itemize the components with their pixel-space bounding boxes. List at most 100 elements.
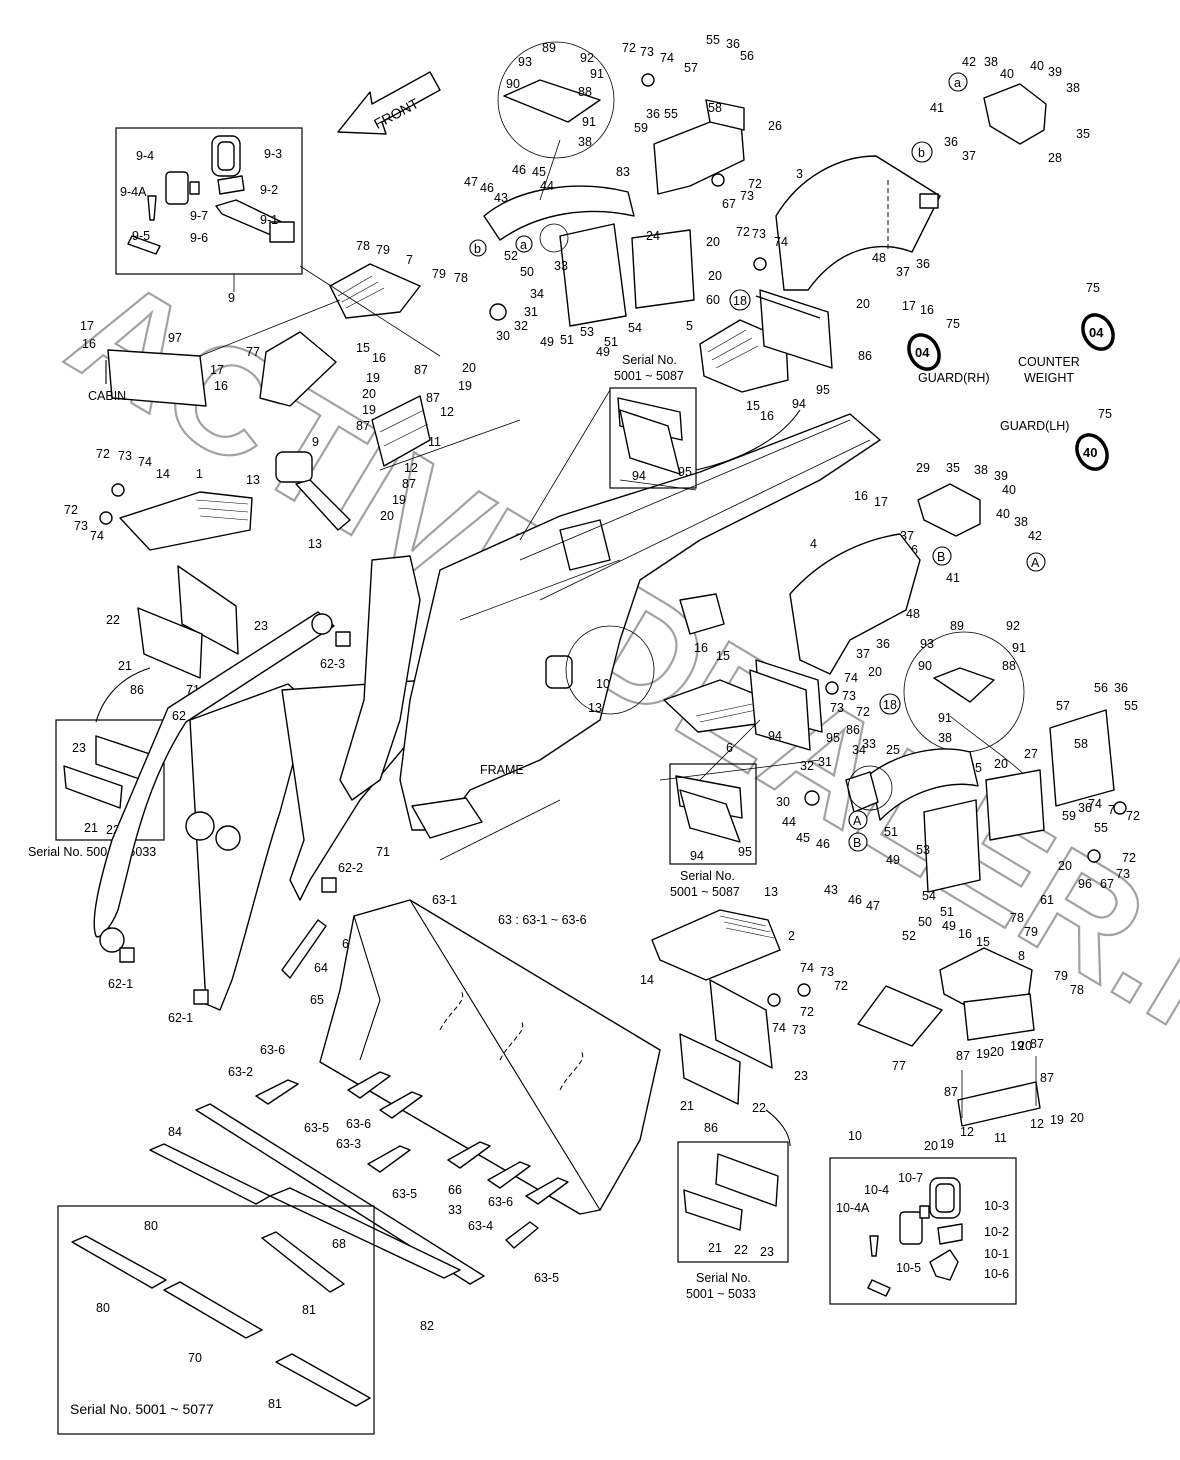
callout-63-6-c: 63-6 (488, 1195, 513, 1209)
lamp-9-frame (115, 127, 303, 275)
callout-11-b: 11 (994, 1131, 1007, 1145)
callout-23-a: 23 (254, 619, 268, 633)
counter-weight-label: COUNTER (1018, 355, 1080, 369)
serial-5033-left: Serial No. 5001 ~ 5033 (28, 845, 156, 859)
callout-40-d: 40 (996, 507, 1010, 521)
callout-61: 61 (1040, 893, 1054, 907)
frame-foot (411, 797, 483, 839)
frame-tower-a (559, 519, 611, 571)
callout-58-a: 58 (708, 101, 722, 115)
callout-47-b: 47 (866, 899, 880, 913)
mudguard-23 (177, 565, 239, 655)
callout-94-d: 94 (690, 849, 704, 863)
front-arrow-shape (337, 71, 441, 135)
callout-72-g: 72 (1126, 809, 1140, 823)
tooth-a (255, 1079, 299, 1105)
callout-38-a: 38 (578, 135, 592, 149)
callout-87-c: 87 (356, 419, 370, 433)
callout-77-a: 77 (246, 345, 260, 359)
callout-39-a: 39 (1048, 65, 1062, 79)
callout-60: 60 (706, 293, 720, 307)
link-64: 64 65 65 (281, 919, 356, 1007)
lamp-10-guard-inner (935, 1183, 955, 1213)
ref-b-left (469, 239, 487, 257)
leaders (199, 139, 821, 861)
callout-5: 5 (686, 319, 693, 333)
callout-30-b: 30 (776, 795, 790, 809)
callout-83: 83 (616, 165, 630, 179)
callout-20-a: 20 (462, 361, 476, 375)
ref-A-lower-text: A (853, 814, 862, 828)
plate-60 (631, 229, 695, 309)
callout-35-a: 35 (1076, 127, 1090, 141)
lamp-10-lens (899, 1211, 923, 1245)
callout-16-e: 16 (854, 489, 868, 503)
ref-a-left-text: a (520, 238, 527, 252)
callout-16-g: 16 (958, 927, 972, 941)
callout-88-a: 88 (578, 85, 592, 99)
bracket-77-left: 77 17 16 (210, 331, 337, 407)
callout-9-1: 9-1 (260, 213, 278, 227)
callout-38-e: 38 (1014, 515, 1028, 529)
callout-97: 97 (168, 331, 182, 345)
callout-10-4A: 10-4A (836, 1201, 870, 1215)
ref-B-lower (848, 832, 868, 852)
callout-40-c: 40 (1002, 483, 1016, 497)
grommet-30 (489, 303, 507, 321)
callout-12-b: 12 (404, 461, 418, 475)
detail-fender-25-circle (847, 765, 893, 811)
callout-2: 2 (788, 929, 795, 943)
fender-25-bracket (845, 771, 879, 813)
callout-79-a: 79 (376, 243, 390, 257)
callout-37-b: 37 (962, 149, 976, 163)
callout-11-a: 11 (428, 435, 441, 449)
callout-10-6: 10-6 (984, 1267, 1009, 1281)
callout-36-c: 36 (916, 257, 930, 271)
callout-50-b: 50 (918, 915, 932, 929)
badge-lh (1075, 433, 1109, 471)
frame-pillar-left (339, 555, 421, 801)
fender-25-body (869, 748, 979, 821)
lamp-10-bulb (919, 1205, 930, 1219)
callout-86-d: 86 (704, 1121, 718, 1135)
boom-pin-a (185, 811, 215, 841)
tooth-h (505, 1221, 539, 1249)
callout-46-a: 46 (512, 163, 526, 177)
inset-serial-5077: 80 81 70 81 Serial No. 5001 ~ 5077 (57, 1205, 375, 1435)
serial-5077: Serial No. 5001 ~ 5077 (70, 1401, 214, 1417)
callout-16-b: 16 (214, 379, 228, 393)
callout-91-a: 91 (590, 67, 604, 81)
callout-49-b: 49 (596, 345, 610, 359)
fender-3: 3 72 73 74 20 48 37 36 17 16 b (736, 141, 941, 317)
callout-17-b: 17 (210, 363, 224, 377)
callout-37-a: 37 (896, 265, 910, 279)
callout-19-g: 19 (1050, 1113, 1064, 1127)
boom-pin-b (215, 825, 241, 851)
callout-16-c: 16 (760, 409, 774, 423)
callout-89-b: 89 (950, 619, 964, 633)
callout-86-c: 86 (846, 723, 860, 737)
plate-54-lower (923, 799, 981, 893)
fender-4: 4 16 17 36 48 37 20 74 73 72 18 (789, 489, 921, 719)
bracket-26-plate (653, 109, 745, 195)
callout-22-d: 22 (734, 1243, 748, 1257)
bracket-97-plate (107, 349, 207, 407)
mudguard-23-lower (709, 979, 773, 1069)
inset-edge-81-top (261, 1231, 345, 1293)
lamp-9-mounted-guard (275, 451, 313, 483)
callout-16-f: 16 (694, 641, 708, 655)
callout-93-a: 93 (518, 55, 532, 69)
serial-5033-right2: 5001 ~ 5033 (686, 1287, 756, 1301)
callout-24: 24 (646, 229, 660, 243)
step-5: 5 15 16 94 95 86 18 (686, 289, 872, 423)
callout-95-b: 95 (816, 383, 830, 397)
inset-22-shape (63, 765, 123, 809)
callout-93-b: 93 (920, 637, 934, 651)
tooth-b (347, 1071, 391, 1099)
callout-23-b: 23 (72, 741, 86, 755)
callout-22-a: 22 (106, 613, 120, 627)
step-8-assembly: 78 79 16 15 8 79 78 77 87 19 20 19 20 87… (857, 911, 1084, 1153)
callout-73-f: 73 (842, 689, 856, 703)
callout-9-3: 9-3 (264, 147, 282, 161)
callout-72-e: 72 (736, 225, 750, 239)
